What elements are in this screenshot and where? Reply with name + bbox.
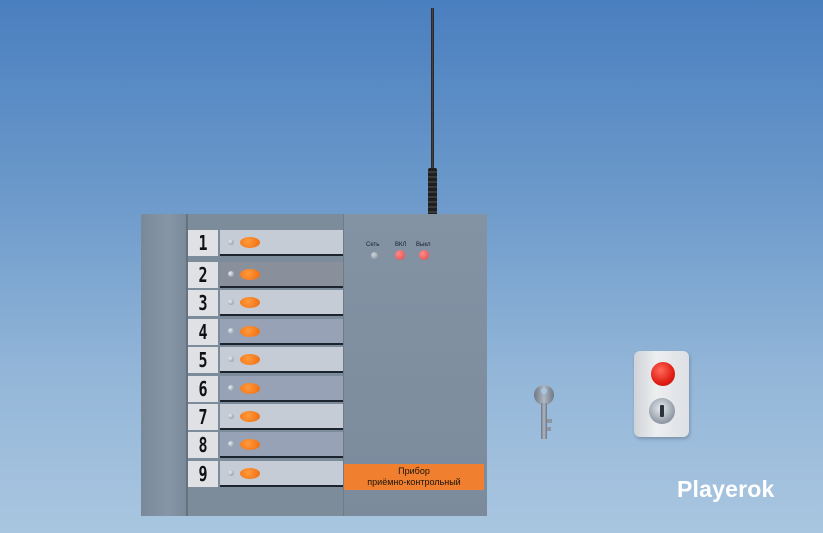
zone-row[interactable]: 8	[188, 432, 343, 458]
status-on-label: ВКЛ	[395, 242, 407, 248]
zone-strip	[220, 319, 343, 345]
zone-status-dot	[228, 271, 234, 277]
zone-number: 7	[188, 404, 218, 430]
zone-row[interactable]: 5	[188, 347, 343, 373]
watermark-logo: Playerok	[677, 476, 775, 502]
zone-led-icon[interactable]	[240, 468, 260, 479]
zone-led-icon[interactable]	[240, 297, 260, 308]
zone-number: 2	[188, 262, 218, 288]
zone-status-dot	[228, 385, 234, 391]
zone-row[interactable]: 7	[188, 404, 343, 430]
zone-strip	[220, 376, 343, 402]
zone-strip	[220, 262, 343, 288]
alarm-button-box	[634, 351, 689, 437]
off-indicator-led[interactable]	[419, 250, 429, 260]
red-button-icon[interactable]	[651, 362, 675, 386]
zone-status-dot	[228, 356, 234, 362]
status-net-label: Сеть	[366, 242, 380, 248]
zone-row[interactable]: 2	[188, 262, 343, 288]
zone-status-dot	[228, 470, 234, 476]
device-label-line2: приёмно-контрольный	[367, 477, 461, 487]
lock-slot	[660, 405, 664, 417]
zone-row[interactable]: 9	[188, 461, 343, 487]
zone-strip	[220, 347, 343, 373]
lock-cylinder-icon[interactable]	[649, 398, 675, 424]
key-icon[interactable]	[531, 385, 561, 441]
zone-number: 8	[188, 432, 218, 458]
zone-strip	[220, 461, 343, 487]
zone-led-icon[interactable]	[240, 411, 260, 422]
net-indicator-led	[371, 252, 378, 259]
zone-row[interactable]: 4	[188, 319, 343, 345]
zone-led-icon[interactable]	[240, 439, 260, 450]
zone-row[interactable]: 6	[188, 376, 343, 402]
zone-strip	[220, 230, 343, 256]
zone-status-dot	[228, 413, 234, 419]
panel-seam	[186, 214, 188, 516]
zone-led-icon[interactable]	[240, 237, 260, 248]
antenna-base	[428, 168, 437, 216]
zone-led-icon[interactable]	[240, 269, 260, 280]
zone-number: 5	[188, 347, 218, 373]
zone-row[interactable]: 1	[188, 230, 343, 256]
device-label-line1: Прибор	[398, 466, 430, 476]
zone-number: 3	[188, 290, 218, 316]
status-off-label: Выкл	[416, 242, 431, 248]
zone-row[interactable]: 3	[188, 290, 343, 316]
on-indicator-led[interactable]	[395, 250, 405, 260]
device-label: Прибор приёмно-контрольный	[344, 464, 484, 490]
zone-strip	[220, 290, 343, 316]
zone-status-dot	[228, 441, 234, 447]
zone-status-dot	[228, 239, 234, 245]
zone-led-icon[interactable]	[240, 354, 260, 365]
zone-number: 1	[188, 230, 218, 256]
zone-strip	[220, 404, 343, 430]
zone-led-icon[interactable]	[240, 326, 260, 337]
antenna-icon	[431, 8, 434, 178]
zone-number: 4	[188, 319, 218, 345]
zone-led-icon[interactable]	[240, 383, 260, 394]
zone-number: 6	[188, 376, 218, 402]
panel-side	[141, 214, 186, 516]
zone-status-dot	[228, 299, 234, 305]
zone-strip	[220, 432, 343, 458]
zone-number: 9	[188, 461, 218, 487]
zone-status-dot	[228, 328, 234, 334]
